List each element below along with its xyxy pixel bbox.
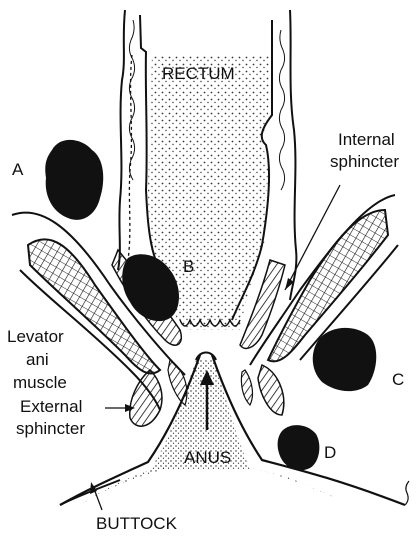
label-anus: ANUS <box>184 448 231 468</box>
label-levator-3: muscle <box>13 373 67 393</box>
label-internal-sphincter-1: Internal <box>338 130 395 150</box>
label-levator-1: Levator <box>7 327 64 347</box>
label-levator-2: ani <box>26 350 49 370</box>
label-a: A <box>12 160 23 180</box>
abscess-c <box>313 328 377 391</box>
label-rectum: RECTUM <box>162 64 235 84</box>
external-sphincter-right-2 <box>241 370 252 405</box>
label-internal-sphincter-2: sphincter <box>330 152 399 172</box>
external-sphincter-right <box>258 365 284 415</box>
label-external-2: sphincter <box>16 419 85 439</box>
external-sphincter-left <box>130 370 162 426</box>
label-external-1: External <box>20 397 82 417</box>
rectal-wall-left-outer <box>118 10 125 270</box>
label-b: B <box>183 257 194 277</box>
abscess-a <box>45 140 103 220</box>
label-buttock: BUTTOCK <box>96 514 177 534</box>
label-d: D <box>324 443 336 463</box>
abscess-d <box>278 425 320 470</box>
buttock-right-edge <box>405 481 409 505</box>
rectal-wall-right-outer <box>290 10 296 300</box>
rectal-wall-left-wavy <box>129 20 134 180</box>
label-c: C <box>392 370 404 390</box>
rectal-wall-right-wavy <box>279 30 284 190</box>
buttock-curve <box>60 480 120 505</box>
